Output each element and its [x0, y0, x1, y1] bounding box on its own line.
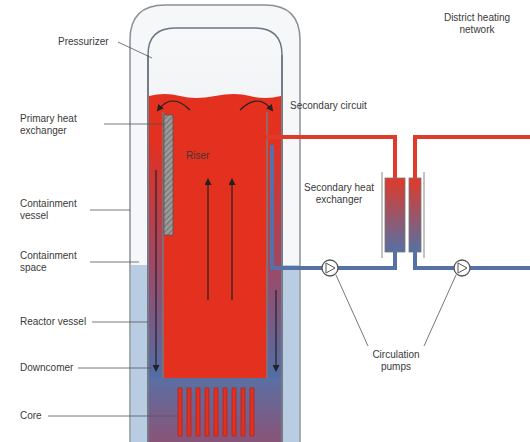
- downcomer-left: [149, 140, 163, 380]
- primary-heat-exchanger: [164, 115, 173, 235]
- part-label: Secondary circuit: [290, 100, 380, 112]
- part-label: Primary heat exchanger: [20, 113, 100, 137]
- riser-wall: [266, 112, 268, 378]
- hot-pipe: [266, 137, 395, 178]
- district-hot-pipe: [415, 137, 530, 178]
- part-label: Downcomer: [20, 362, 78, 374]
- core-rods: [178, 388, 254, 436]
- leader-lines: [48, 42, 456, 416]
- part-label: Riser: [186, 150, 246, 162]
- part-label: Containment vessel: [20, 198, 88, 222]
- riser-wall: [162, 112, 164, 378]
- cold-pipe: [272, 145, 395, 268]
- circulation-pump: [454, 260, 470, 276]
- part-label: Reactor vessel: [20, 316, 92, 328]
- circulation-pump: [322, 260, 338, 276]
- containment-vessel: [130, 5, 300, 442]
- reactor-vessel: [148, 28, 282, 442]
- part-label: Secondary heat exchanger: [302, 182, 376, 206]
- lower-plenum: [149, 378, 281, 442]
- part-label: Circulation pumps: [356, 349, 436, 373]
- part-label: Containment space: [20, 250, 88, 274]
- primary-coolant: [149, 94, 281, 442]
- part-label: Pressurizer: [58, 36, 120, 48]
- part-label: District heating network: [428, 12, 526, 36]
- secondary-heat-exchanger: [385, 178, 405, 252]
- part-label: Core: [20, 410, 48, 422]
- secondary-heat-exchanger: [409, 178, 421, 252]
- flow-arrows: [156, 101, 276, 370]
- district-cold-pipe: [415, 252, 530, 268]
